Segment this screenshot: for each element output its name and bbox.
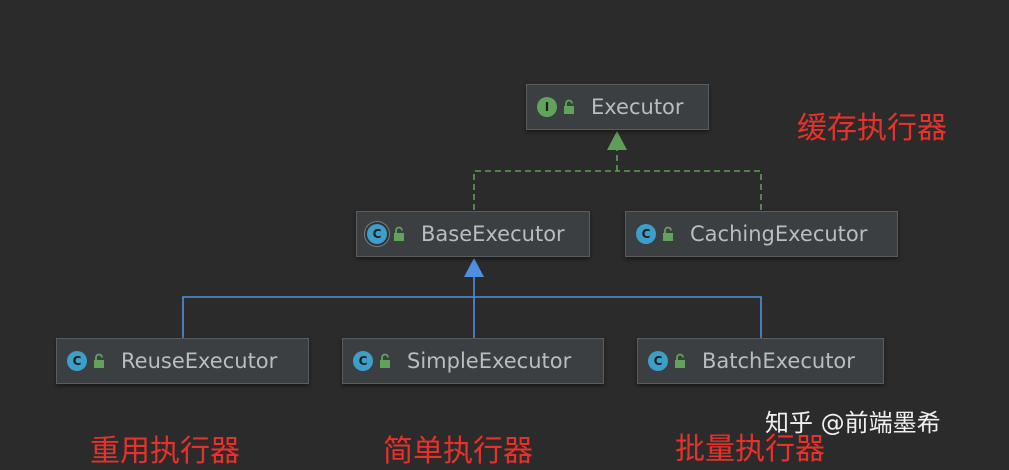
- implements-arrowhead: [607, 131, 627, 150]
- node-label: CachingExecutor: [690, 222, 868, 246]
- annotation-reuse: 重用执行器: [90, 434, 240, 469]
- interface-icon: I: [537, 97, 557, 117]
- lock-open-icon: [94, 353, 104, 368]
- class-icon: C: [648, 351, 668, 371]
- node-executor[interactable]: I Executor: [526, 84, 709, 130]
- node-label: BatchExecutor: [702, 349, 855, 373]
- watermark: 知乎 @前端墨希: [765, 409, 941, 437]
- node-label: BaseExecutor: [421, 222, 565, 246]
- class-icon: C: [353, 351, 373, 371]
- extends-arrowhead: [464, 258, 484, 277]
- lock-open-icon: [663, 226, 673, 241]
- edge-reuse-to-base: [182, 296, 474, 338]
- edge-base-to-executor: [473, 170, 617, 210]
- class-icon: C: [636, 224, 656, 244]
- edge-batch-to-base: [474, 296, 762, 338]
- edge-caching-to-executor: [617, 170, 762, 210]
- annotation-batch: 批量执行器: [675, 432, 825, 467]
- node-simple-executor[interactable]: C SimpleExecutor: [342, 338, 604, 384]
- annotation-caching: 缓存执行器: [797, 111, 947, 146]
- edge-implements-group: [473, 131, 762, 210]
- edge-extends-group: [182, 258, 762, 338]
- lock-open-icon: [394, 226, 404, 241]
- node-label: SimpleExecutor: [407, 349, 572, 373]
- node-label: ReuseExecutor: [121, 349, 278, 373]
- node-caching-executor[interactable]: C CachingExecutor: [625, 211, 898, 257]
- node-reuse-executor[interactable]: C ReuseExecutor: [56, 338, 309, 384]
- lock-open-icon: [380, 353, 390, 368]
- class-icon: C: [67, 351, 87, 371]
- lock-open-icon: [564, 99, 574, 114]
- abstract-class-icon: C: [367, 224, 387, 244]
- annotation-simple: 简单执行器: [383, 434, 533, 469]
- node-base-executor[interactable]: C BaseExecutor: [356, 211, 590, 257]
- node-label: Executor: [591, 95, 684, 119]
- lock-open-icon: [675, 353, 685, 368]
- node-batch-executor[interactable]: C BatchExecutor: [637, 338, 884, 384]
